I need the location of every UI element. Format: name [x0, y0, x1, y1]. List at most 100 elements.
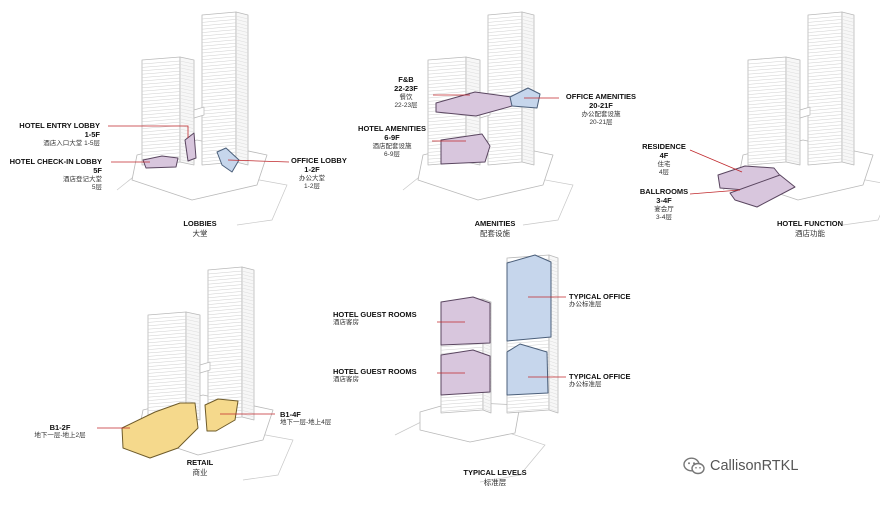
retail-office-tower-floor-line [207, 284, 243, 288]
amenities-office-tower-floor-line [487, 32, 523, 37]
retail-hotel-tower-floor-line [147, 336, 187, 340]
lobbies-hotel-tower-floor-line [141, 121, 181, 126]
amenities-office-tower-floor-line [487, 49, 523, 54]
hotel-function-office-tower-floor-line [807, 83, 843, 88]
amenities-office-tower-floor-line [487, 59, 523, 64]
lobbies-office-tower-floor-line [235, 117, 249, 122]
wechat-icon [683, 457, 705, 475]
amenities-office-tower-floor-line [521, 59, 535, 64]
amenities-hotel-tower-floor-line [465, 121, 481, 126]
hotel-function-hotel-tower-floor-line [747, 108, 787, 112]
lobbies-office-tower-floor-line [235, 131, 249, 135]
hotel-function-office-tower-floor-line [807, 117, 843, 122]
amenities-office-tower-floor-line [521, 42, 535, 47]
retail-hotel-tower-floor-line [185, 390, 201, 395]
amenities-office-tower-floor-line [487, 141, 523, 146]
retail-office-tower-floor-line [241, 359, 255, 363]
lobbies-office-tower-floor-line [201, 42, 237, 47]
typical-office-tower-floor-line [548, 347, 559, 351]
hotel-function-hotel-tower-floor-line [747, 115, 787, 119]
hotel-function-hotel-tower-floor-line [747, 94, 787, 99]
amenities-hotel-tower-floor-line [427, 84, 467, 89]
amenities-hotel-tower-floor-line [465, 81, 481, 85]
hotel-function-hotel-tower-floor-line [747, 152, 787, 157]
hotel-function-hotel-tower-floor-line [747, 149, 787, 153]
lobbies-office-tower-floor-line [235, 90, 249, 95]
hotel-function-office-tower-floor-line [841, 148, 855, 152]
retail-office-tower-floor-line [241, 318, 255, 322]
hotel-function-office-tower-floor-line [841, 15, 855, 20]
lobbies-hotel-tower-floor-line [141, 142, 181, 146]
lobbies-hotel-tower-floor-line [141, 108, 181, 112]
hotel-function-office-tower-floor-line [841, 121, 855, 125]
retail-hotel-tower-floor-line [147, 315, 187, 320]
amenities-hotel-tower-floor-line [465, 74, 481, 78]
amenities-office-tower-floor-line [521, 131, 535, 135]
lobbies-office-tower-floor-line [201, 29, 237, 33]
hotel-function-hotel-tower-floor-line [747, 60, 787, 65]
lobbies-office-tower-floor-line [201, 15, 237, 20]
amenities-office-tower-floor-line [487, 155, 523, 159]
lobbies-office-tower-floor-line [235, 70, 249, 74]
label-office-lower: TYPICAL OFFICE 办公标准层 [569, 372, 631, 389]
retail-b1-4f-block [204, 398, 239, 432]
retail-office-tower-floor-line [241, 301, 255, 305]
lobbies-office-tower-floor-line [235, 80, 249, 84]
lobbies-office-tower-floor-line [235, 39, 249, 44]
hotel-function-office-tower-floor-line [807, 70, 843, 74]
hotel-function-office-tower-floor-line [807, 131, 843, 135]
retail-hotel-tower-floor-line [147, 393, 187, 398]
retail-hotel-tower-floor-line [185, 322, 201, 327]
retail-office-tower-floor-line [207, 389, 243, 394]
hotel-function-hotel-tower-floor-line [747, 98, 787, 102]
lobbies-office-tower-floor-line [201, 97, 237, 101]
label-guest-rooms-upper: HOTEL GUEST ROOMS 酒店客房 [333, 310, 417, 327]
retail-hotel-tower-floor-line [185, 319, 201, 323]
retail-office-tower-floor-line [241, 352, 255, 356]
lobbies-office-tower-floor-line [201, 114, 237, 118]
lobbies-office-tower-floor-line [235, 93, 249, 98]
typical-hotel-tower-floor-line [482, 404, 492, 409]
hotel-function-office-tower-floor-line [807, 49, 843, 54]
hotel-function-hotel-tower-floor-line [747, 64, 787, 68]
typical-office-tower-floor-line [506, 408, 550, 412]
retail-hotel-tower-floor-line [185, 366, 201, 371]
retail-office-tower-floor-line [207, 372, 243, 377]
typical-office-tower-floor-line [506, 404, 550, 409]
lobbies-hotel-tower-floor-line [141, 94, 181, 99]
typical-office-tower-floor-line [548, 350, 559, 355]
hotel-function-office-tower-floor-line [807, 36, 843, 40]
typical-office-tower-floor-line [548, 387, 559, 392]
retail-office-tower-floor-line [241, 382, 255, 387]
hotel-function-office-tower-floor-line [841, 114, 855, 118]
retail-office-tower-floor-line [241, 325, 255, 329]
amenities-office-tower-floor-line [521, 70, 535, 74]
retail-hotel-tower-floor-line [185, 332, 201, 337]
retail-hotel-tower-floor-line [147, 400, 187, 405]
amenities-hotel-tower-floor-line [427, 128, 467, 133]
amenities-hotel-tower-floor-line [427, 125, 467, 129]
amenities-office-tower-floor-line [521, 39, 535, 44]
retail-office-tower-floor-line [241, 376, 255, 380]
lobbies-office-tower-floor-line [201, 90, 237, 95]
hotel-function-office-tower-floor-line [841, 90, 855, 95]
retail-hotel-tower-floor-line [147, 356, 187, 361]
hotel-function-office-tower-floor-line [841, 36, 855, 40]
hotel-function-office-tower-floor-line [841, 25, 855, 30]
retail-hotel-tower-floor-line [147, 366, 187, 371]
retail-office-tower-floor-line [241, 287, 255, 292]
amenities-office-tower-floor-line [521, 80, 535, 84]
retail-hotel-tower-floor-line [185, 370, 201, 374]
guest-rooms-lower-block [440, 349, 491, 396]
typical-office-tower-floor-line [548, 360, 559, 365]
amenities-office-tower-floor-line [521, 36, 535, 40]
hotel-function-office-tower-floor-line [841, 127, 855, 132]
hotel-function-office-tower-floor-line [807, 148, 843, 152]
amenities-office-tower-floor-line [487, 15, 523, 20]
hotel-function-hotel-tower-floor-line [747, 111, 787, 116]
lobbies-hotel-tower-floor-line [179, 111, 195, 116]
hotel-function-office-tower-floor-line [807, 76, 843, 81]
lobbies-office-tower-floor-line [235, 63, 249, 67]
hotel-function-hotel-tower-floor-line [785, 84, 801, 89]
amenities-office-tower-floor-line [487, 90, 523, 95]
